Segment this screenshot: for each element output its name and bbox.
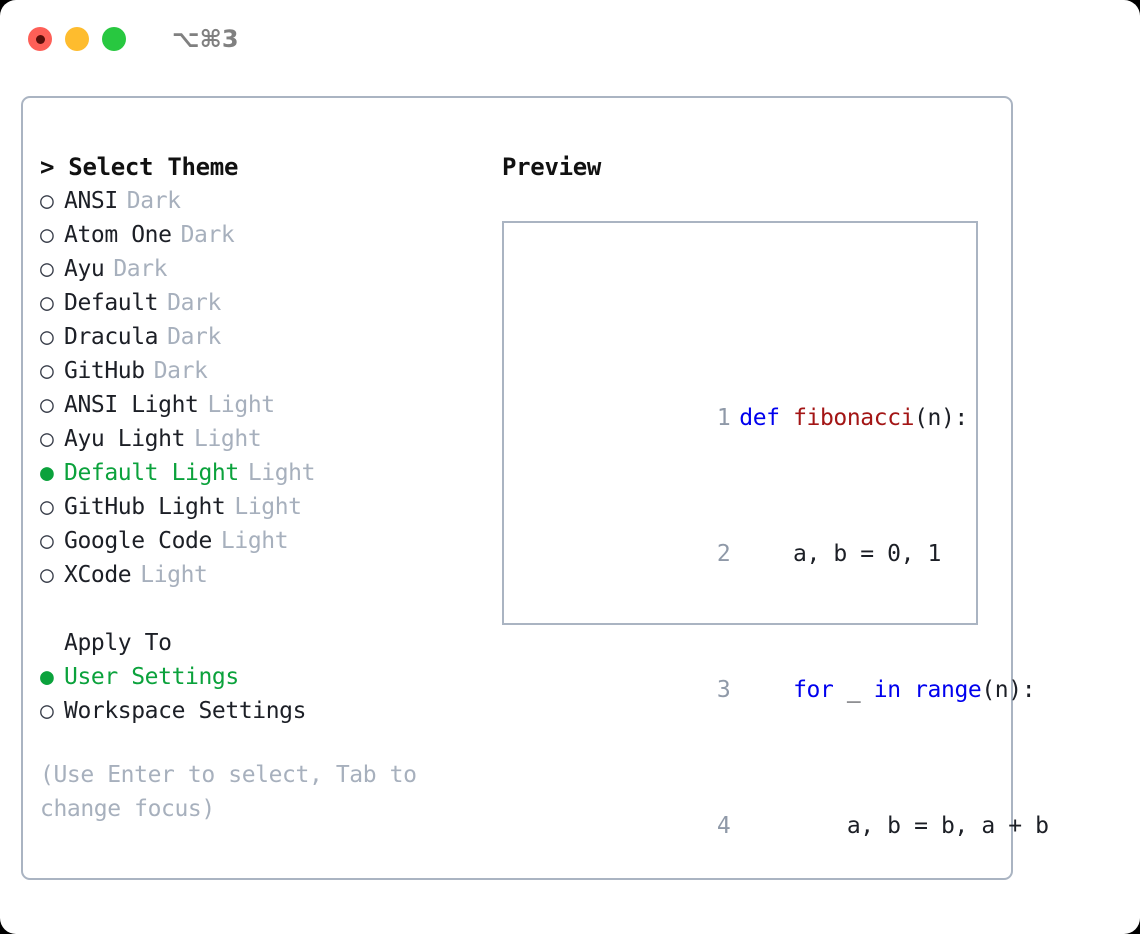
- code-token: _: [833, 677, 874, 703]
- theme-name: Google Code: [64, 528, 212, 554]
- theme-kind: Dark: [167, 324, 221, 350]
- code-line: 5 return a: [516, 911, 1089, 934]
- theme-name: Default Light: [64, 460, 239, 486]
- radio-icon: ○: [40, 494, 54, 520]
- theme-kind: Light: [247, 460, 316, 486]
- code-line: 1 def fibonacci(n):: [516, 367, 1089, 431]
- radio-icon: ○: [40, 324, 54, 350]
- theme-kind: Light: [207, 392, 275, 418]
- code-token: in: [873, 677, 901, 703]
- radio-icon: ○: [40, 256, 54, 282]
- radio-icon: ○: [40, 290, 54, 316]
- apply-to-item-selected[interactable]: ● User Settings: [40, 660, 490, 694]
- code-token: (n):: [914, 405, 968, 431]
- line-number: 1: [716, 405, 731, 431]
- code-token: range: [914, 677, 982, 703]
- code-token: fibonacci: [793, 405, 915, 431]
- line-number: 3: [716, 677, 731, 703]
- theme-kind: Light: [140, 562, 208, 588]
- theme-list-item[interactable]: ○ ANSI Dark: [40, 184, 490, 218]
- code-token: (n):: [981, 677, 1036, 703]
- theme-name: XCode: [64, 562, 132, 588]
- theme-kind: Light: [234, 494, 302, 520]
- apply-to-title: Apply To: [64, 630, 172, 656]
- code-token: for: [793, 677, 834, 703]
- theme-list-item[interactable]: ○ Ayu Dark: [40, 252, 490, 286]
- code-token: def: [739, 405, 794, 431]
- line-number: 4: [716, 813, 731, 839]
- maximize-button[interactable]: [102, 27, 126, 51]
- code-token: a, b = b, a + b: [739, 813, 1049, 839]
- theme-name: Atom One: [64, 222, 172, 248]
- code-line: 2 a, b = 0, 1: [516, 503, 1089, 567]
- apply-to-label: User Settings: [64, 664, 239, 690]
- theme-kind: Dark: [153, 358, 208, 384]
- apply-to-item[interactable]: ○ Workspace Settings: [40, 694, 490, 728]
- theme-name: ANSI Light: [64, 392, 199, 418]
- theme-name: GitHub Light: [64, 494, 226, 520]
- keyboard-hint: (Use Enter to select, Tab to change focu…: [40, 762, 417, 822]
- keyboard-shortcut-label: ⌥⌘3: [172, 25, 239, 53]
- theme-kind: Dark: [167, 290, 221, 316]
- theme-kind: Dark: [126, 188, 181, 214]
- theme-name: Ayu: [64, 256, 105, 282]
- theme-list-item[interactable]: ○ GitHub Dark: [40, 354, 490, 388]
- radio-icon: ○: [40, 528, 54, 554]
- radio-icon: ○: [40, 698, 54, 724]
- theme-list: ○ ANSI Dark ○ Atom One Dark ○ Ayu Dark: [40, 184, 490, 592]
- theme-name: ANSI: [64, 188, 118, 214]
- main-panel: > Select Theme ○ ANSI Dark ○ Atom One Da…: [21, 96, 1049, 880]
- theme-list-item[interactable]: ○ Dracula Dark: [40, 320, 490, 354]
- radio-icon-selected: ●: [40, 460, 54, 486]
- apply-to-list: ● User Settings ○ Workspace Settings: [40, 660, 490, 728]
- select-theme-title: > Select Theme: [40, 153, 239, 181]
- radio-icon: ○: [40, 358, 54, 384]
- radio-icon: ○: [40, 188, 54, 214]
- section-spacer: [40, 592, 490, 626]
- traffic-lights: [28, 27, 126, 51]
- radio-icon: ○: [40, 426, 54, 452]
- preview-title: Preview: [502, 153, 602, 181]
- theme-list-item[interactable]: ○ Google Code Light: [40, 524, 490, 558]
- theme-kind: Dark: [113, 256, 168, 282]
- close-button[interactable]: [28, 27, 52, 51]
- radio-icon: ○: [40, 392, 54, 418]
- theme-name: GitHub: [64, 358, 145, 384]
- theme-list-item-selected[interactable]: ● Default Light Light: [40, 456, 490, 490]
- code-line: 4 a, b = b, a + b: [516, 775, 1089, 839]
- theme-name: Ayu Light: [64, 426, 186, 452]
- radio-icon-selected: ●: [40, 664, 54, 690]
- theme-name: Dracula: [64, 324, 159, 350]
- theme-list-item[interactable]: ○ Atom One Dark: [40, 218, 490, 252]
- close-icon: [35, 34, 45, 44]
- title-bar: ⌥⌘3: [0, 0, 1140, 78]
- minimize-button[interactable]: [65, 27, 89, 51]
- code-token: a, b = 0, 1: [739, 541, 941, 567]
- apply-to-label: Workspace Settings: [64, 698, 307, 724]
- theme-kind: Dark: [180, 222, 235, 248]
- theme-list-item[interactable]: ○ ANSI Light Light: [40, 388, 490, 422]
- theme-list-item[interactable]: ○ Default Dark: [40, 286, 490, 320]
- theme-picker-column: > Select Theme ○ ANSI Dark ○ Atom One Da…: [40, 150, 490, 826]
- line-number: 2: [716, 541, 731, 567]
- theme-list-item[interactable]: ○ GitHub Light Light: [40, 490, 490, 524]
- code-token: [739, 677, 793, 703]
- code-line: 3 for _ in range(n):: [516, 639, 1089, 703]
- radio-icon: ○: [40, 222, 54, 248]
- theme-kind: Light: [194, 426, 262, 452]
- code-token: [901, 677, 914, 703]
- theme-name: Default: [64, 290, 159, 316]
- theme-list-item[interactable]: ○ Ayu Light Light: [40, 422, 490, 456]
- theme-kind: Light: [220, 528, 289, 554]
- theme-list-item[interactable]: ○ XCode Light: [40, 558, 490, 592]
- radio-icon: ○: [40, 562, 54, 588]
